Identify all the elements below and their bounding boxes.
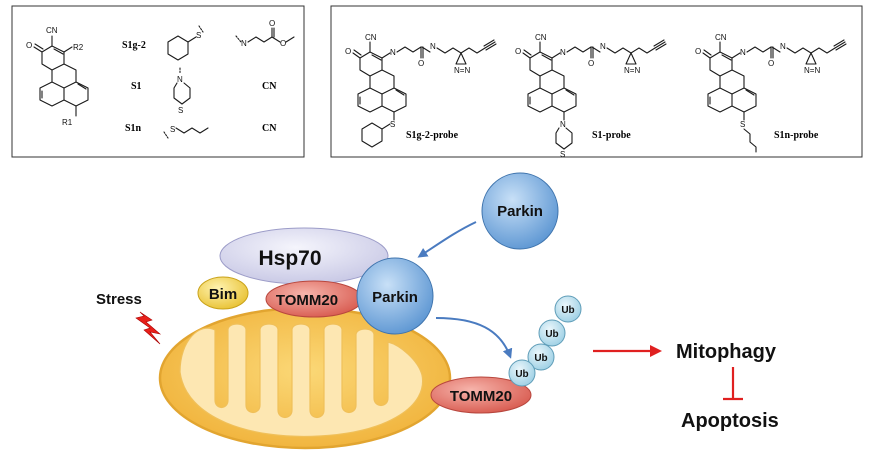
apoptosis-label: Apoptosis: [681, 410, 779, 432]
mitophagy-label: Mitophagy: [676, 341, 777, 363]
row1-ester-o2: O: [280, 39, 286, 48]
ub-label-2: Ub: [534, 353, 547, 364]
tomm20-top-node: TOMM20: [265, 280, 363, 318]
row1-nh-atom: N: [241, 39, 247, 48]
parkin-free-label: Parkin: [497, 203, 543, 220]
row-s1-r2-value: CN: [262, 81, 277, 92]
pathway-diagram: Hsp70 Bim TOMM20 Parkin Parkin TOMM20: [96, 172, 779, 450]
tomm20-bottom-label: TOMM20: [450, 388, 512, 405]
mitochondrion: [158, 306, 452, 450]
row-name-s1g2: S1g-2: [122, 40, 146, 51]
scaffold-cyano-label: CN: [46, 26, 58, 35]
probe-carbonyl-o: O: [695, 47, 701, 56]
probe-diazirine: N=N: [624, 66, 640, 75]
probe-name: S1-probe: [592, 130, 631, 141]
ub-bead-4: [554, 295, 582, 323]
probe-amide-o: O: [768, 59, 774, 68]
scaffold-table-box: CN O R2 R1 S1g-2 S1 S1n S N O O CN: [11, 5, 305, 158]
probe-carbonyl-o: O: [515, 47, 521, 56]
probe-nh2: N: [780, 42, 786, 51]
row-name-s1n: S1n: [125, 123, 142, 134]
parkin-recruit-arrow: [417, 221, 477, 258]
ub-label-3: Ub: [545, 329, 558, 340]
probe-cyano-label: CN: [535, 33, 547, 42]
probe-s-atom: S: [390, 120, 395, 129]
scaffold-structure: CN O R2 R1: [26, 26, 89, 127]
probe-diazirine: N=N: [804, 66, 820, 75]
row-s1n-r2-value: CN: [262, 123, 277, 134]
ub-chain: Ub Ub Ub Ub: [508, 295, 582, 387]
probe-amide-o: O: [418, 59, 424, 68]
row2-s-atom: S: [178, 106, 183, 115]
scaffold-r1-label: R1: [62, 118, 73, 127]
probe-diazirine: N=N: [454, 66, 470, 75]
probe-carbonyl-o: O: [345, 47, 351, 56]
parkin-bound-label: Parkin: [372, 289, 418, 306]
r1-butylthio: S: [163, 125, 209, 139]
stress-indicator: Stress: [96, 291, 162, 345]
tomm20-bottom-node: TOMM20: [430, 376, 532, 414]
ub-bead-3: [538, 319, 566, 347]
r1-thiomorpholino: N S: [173, 67, 191, 115]
probe-amide-o: O: [588, 59, 594, 68]
scaffold-r2-label: R2: [73, 43, 84, 52]
probe-ring-n: N: [560, 120, 566, 129]
probe-cyano-label: CN: [715, 33, 727, 42]
ub-label-1: Ub: [515, 369, 528, 380]
r2-aminopropanoate: N O O: [235, 19, 295, 48]
probe-nh1: N: [560, 48, 566, 57]
probe-nh2: N: [600, 42, 606, 51]
ubiquitination-arrow: [435, 317, 513, 359]
row3-s-atom: S: [170, 125, 175, 134]
probe-nh1: N: [740, 48, 746, 57]
row-name-s1: S1: [131, 81, 142, 92]
probe-name: S1g-2-probe: [406, 130, 459, 141]
row2-n-atom: N: [177, 75, 183, 84]
hsp70-node: Hsp70: [219, 227, 389, 285]
probes-box: [330, 5, 863, 158]
stress-label: Stress: [96, 291, 142, 308]
tomm20-top-label: TOMM20: [276, 292, 338, 309]
ub-label-4: Ub: [561, 305, 574, 316]
probe-name: S1n-probe: [774, 130, 819, 141]
probe-cyano-label: CN: [365, 33, 377, 42]
lightning-bolt-icon: [135, 311, 162, 345]
probe-s-atom: S: [740, 120, 745, 129]
probe-nh2: N: [430, 42, 436, 51]
parkin-bound-node: Parkin: [356, 257, 434, 335]
r1-cyclohexylthio: S: [167, 25, 204, 61]
ub-bead-1: [508, 359, 536, 387]
row1-ester-o1: O: [269, 19, 275, 28]
bim-label: Bim: [209, 286, 237, 303]
row1-s-atom: S: [196, 31, 201, 40]
parkin-free-node: Parkin: [481, 172, 559, 250]
bim-node: Bim: [197, 276, 249, 310]
hsp70-label: Hsp70: [258, 247, 321, 270]
scaffold-carbonyl-o: O: [26, 41, 32, 50]
probe-s-atom: S: [560, 150, 565, 159]
ub-bead-2: [527, 343, 555, 371]
probe-nh1: N: [390, 48, 396, 57]
